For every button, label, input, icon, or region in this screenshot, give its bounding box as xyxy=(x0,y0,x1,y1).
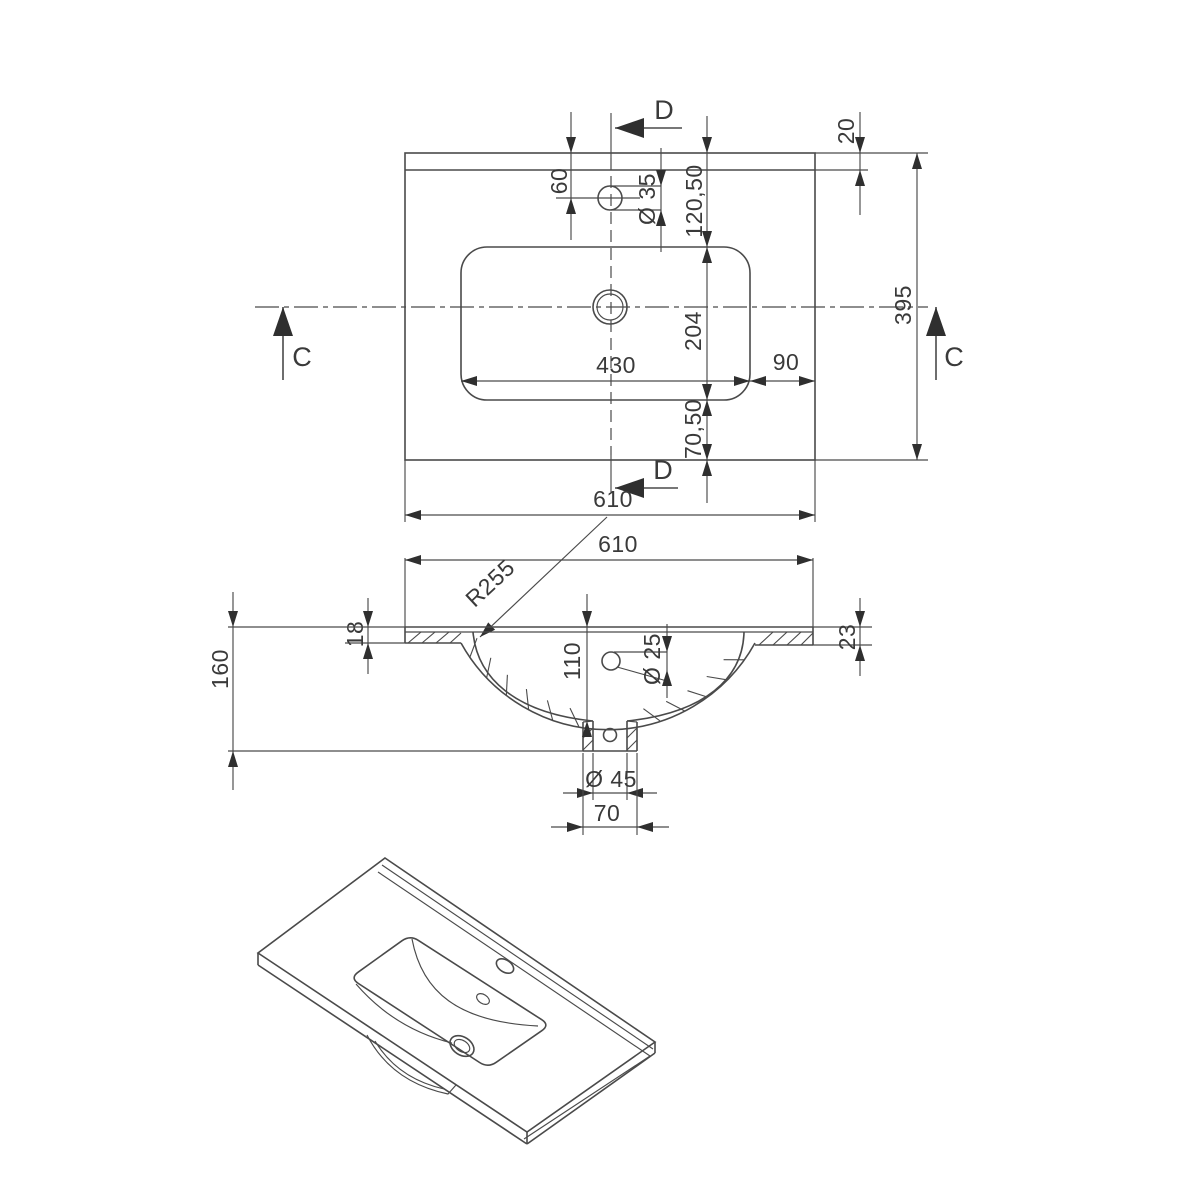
dim-bowl-depth: 110 xyxy=(559,594,592,737)
bowl-depth-label: 110 xyxy=(559,642,585,680)
basin-width-label: 430 xyxy=(596,352,636,378)
iso-overflow-hole xyxy=(476,993,490,1005)
section-d-label-top: D xyxy=(654,95,674,125)
dim-back-rail: 20 xyxy=(815,112,928,215)
section-marker-d-bottom: D xyxy=(615,455,678,498)
dim-total-height: 160 xyxy=(207,592,583,790)
underside-skirt xyxy=(366,1034,457,1095)
top-width-label: 610 xyxy=(593,486,633,512)
section-hatching xyxy=(407,631,814,727)
rim-left-label: 18 xyxy=(342,621,368,648)
depth-total-label: 395 xyxy=(890,285,916,325)
dim-depth-total: 395 xyxy=(815,153,928,461)
dim-rim-right: 23 xyxy=(813,598,872,676)
iso-drain-hole xyxy=(449,1034,475,1058)
basin-interior-curves xyxy=(355,938,539,1044)
dim-top-width: 610 xyxy=(404,460,816,522)
dim-rim-left: 18 xyxy=(342,598,405,674)
dim-drain-dia: Ø 45 xyxy=(563,753,657,800)
isometric-view xyxy=(256,857,657,1145)
counter-thickness-edges xyxy=(257,953,656,1145)
bowl-inner-wall-left xyxy=(472,631,594,722)
bowl-outer-wall xyxy=(460,642,756,731)
counter-top-face xyxy=(256,857,657,1133)
overflow-hole xyxy=(601,651,621,671)
dim-depth-chain: 120,50 204 70,50 xyxy=(680,116,712,503)
bowl-inner-wall-right xyxy=(626,631,745,722)
bowl-radius-label: R255 xyxy=(460,554,519,612)
drain-circle xyxy=(602,727,618,743)
section-marker-c-right: C xyxy=(926,307,964,380)
section-marker-d-top: D xyxy=(615,95,682,138)
section-c-label-left: C xyxy=(292,342,312,372)
top-view: D D C C 60 xyxy=(255,95,964,522)
basin-depth-label: 204 xyxy=(680,311,706,351)
drain-body-label: 70 xyxy=(594,800,621,826)
total-height-label: 160 xyxy=(207,649,233,689)
section-width-label: 610 xyxy=(598,531,638,557)
back-to-basin-label: 120,50 xyxy=(681,164,707,237)
back-rail-label: 20 xyxy=(833,118,859,145)
section-d-label-bottom: D xyxy=(653,455,673,485)
back-rail-edges xyxy=(377,864,654,1140)
overflow-label: Ø 25 xyxy=(639,633,665,685)
dim-drain-body: 70 xyxy=(551,753,669,835)
dim-faucet-dia: Ø 35 xyxy=(611,148,666,252)
iso-drain-hole-inner xyxy=(453,1038,471,1054)
basin-to-front-label: 70,50 xyxy=(680,399,706,459)
rim-right-label: 23 xyxy=(834,624,860,651)
top-view-centerlines xyxy=(255,113,928,492)
dim-basin-to-right: 90 xyxy=(750,349,815,386)
drain-dia-label: Ø 45 xyxy=(585,766,637,792)
dim-overflow: Ø 25 xyxy=(601,624,672,698)
dim-section-width: 610 xyxy=(404,531,814,627)
faucet-offset-label: 60 xyxy=(546,168,572,195)
section-view: 610 R255 xyxy=(207,516,872,835)
section-marker-c-left: C xyxy=(273,307,312,380)
section-outline xyxy=(404,626,814,752)
dim-faucet-offset: 60 xyxy=(546,112,576,240)
basin-to-right-label: 90 xyxy=(773,349,800,375)
faucet-dia-label: Ø 35 xyxy=(634,173,660,225)
dim-basin-width: 430 xyxy=(461,352,750,386)
basin-opening xyxy=(353,937,547,1066)
iso-faucet-hole xyxy=(495,957,515,975)
section-c-label-right: C xyxy=(944,342,964,372)
